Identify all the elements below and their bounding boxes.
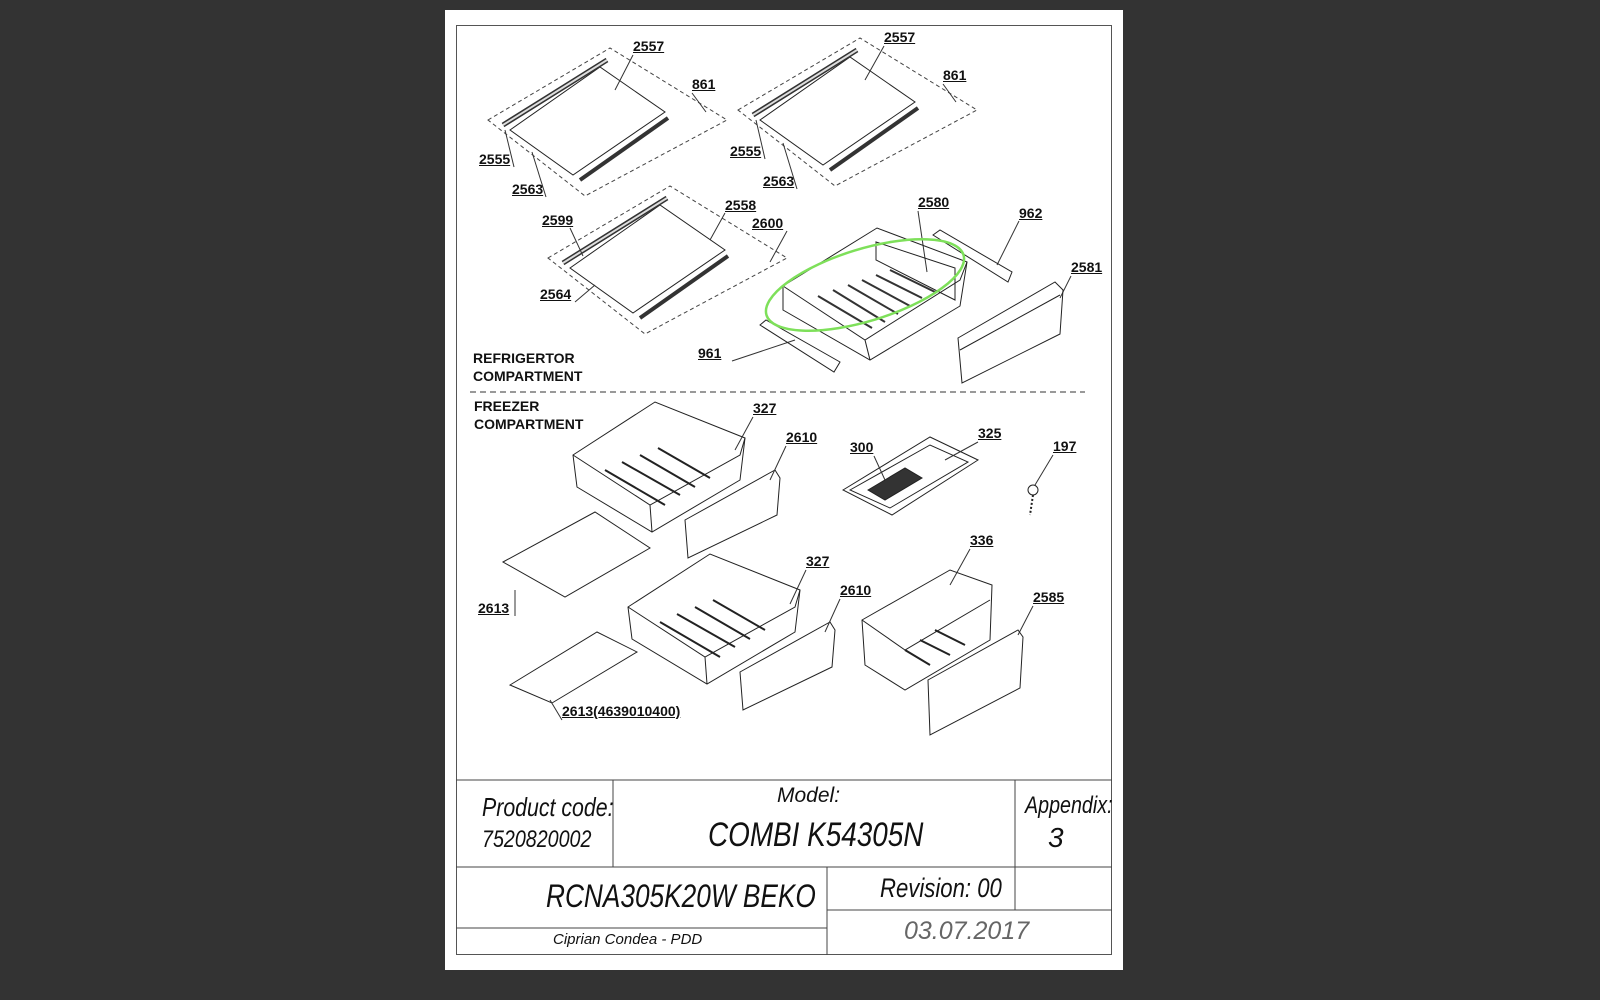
part-label: 2610	[840, 582, 872, 598]
drawing-sheet	[445, 10, 1123, 970]
section-line: FREEZER	[474, 398, 540, 414]
part-label: 2585	[1033, 589, 1065, 605]
crisper-front-panel	[957, 281, 1064, 384]
model-value: COMBI K54305N	[708, 816, 924, 854]
product-code-value: 7520820002	[482, 826, 592, 853]
glass-shelf-2	[737, 37, 979, 187]
author: Ciprian Condea - PDD	[553, 931, 703, 948]
appendix-label: Appendix:	[1025, 792, 1113, 819]
section-line: REFRIGERTOR	[473, 350, 575, 366]
leader-lines-freezer	[514, 416, 1054, 721]
part-label: 2613(4639010400)	[562, 703, 681, 719]
part-label: 336	[970, 532, 994, 548]
appendix-value: 3	[1048, 822, 1064, 853]
part-label: 2563	[512, 181, 544, 197]
ice-tray	[867, 467, 923, 501]
part-label: 2581	[1071, 259, 1103, 275]
glass-cover-1	[501, 511, 651, 598]
leader-lines	[504, 45, 1072, 362]
freezer-drawer-small	[861, 569, 993, 691]
highlight-ellipse	[764, 238, 966, 332]
part-label: 2557	[633, 38, 665, 54]
part-label: 2600	[752, 215, 784, 231]
product-code-label: Product code:	[482, 792, 614, 822]
drawing-frame	[456, 25, 1112, 955]
part-label: 2613	[478, 600, 510, 616]
freezer-compartment-label: FREEZER COMPARTMENT	[474, 397, 583, 433]
model-label: Model:	[777, 784, 841, 807]
part-label: 2563	[763, 173, 795, 189]
product-name: RCNA305K20W BEKO	[546, 878, 816, 914]
freezer-drawer-top-front	[684, 469, 781, 559]
part-label: 2555	[730, 143, 762, 159]
part-label: 861	[943, 67, 967, 83]
freezer-drawer-top	[572, 401, 746, 533]
freezer-drawer-small-front	[927, 629, 1024, 736]
part-label: 962	[1019, 205, 1043, 221]
revision: Revision: 00	[880, 873, 1002, 903]
glass-cover-2	[508, 631, 639, 704]
ice-pin	[1027, 484, 1039, 516]
part-label: 2555	[479, 151, 511, 167]
section-line: COMPARTMENT	[473, 368, 583, 384]
part-label: 300	[850, 439, 874, 455]
date: 03.07.2017	[904, 917, 1030, 945]
rail-right	[932, 229, 1013, 283]
part-label: 327	[806, 553, 830, 569]
part-label: 325	[978, 425, 1002, 441]
part-label: 2557	[884, 29, 916, 45]
ice-tray-holder	[841, 436, 980, 516]
part-label: 2580	[918, 194, 950, 210]
part-label: 197	[1053, 438, 1077, 454]
part-label: 2599	[542, 212, 574, 228]
part-label: 2610	[786, 429, 818, 445]
rail-left	[759, 319, 841, 373]
part-label: 961	[698, 345, 722, 361]
title-block-grid	[456, 779, 1112, 955]
part-label: 2564	[540, 286, 572, 302]
part-label: 327	[753, 400, 777, 416]
part-label: 2558	[725, 197, 757, 213]
crisper-drawer	[782, 227, 968, 361]
freezer-drawer-mid-front	[739, 621, 836, 711]
section-line: COMPARTMENT	[474, 416, 584, 432]
part-label: 861	[692, 76, 716, 92]
freezer-drawer-mid	[627, 553, 801, 685]
glass-shelf-1	[487, 47, 729, 197]
glass-shelf-3	[547, 185, 789, 335]
refrigerator-compartment-label: REFRIGERTOR COMPARTMENT	[473, 349, 582, 385]
